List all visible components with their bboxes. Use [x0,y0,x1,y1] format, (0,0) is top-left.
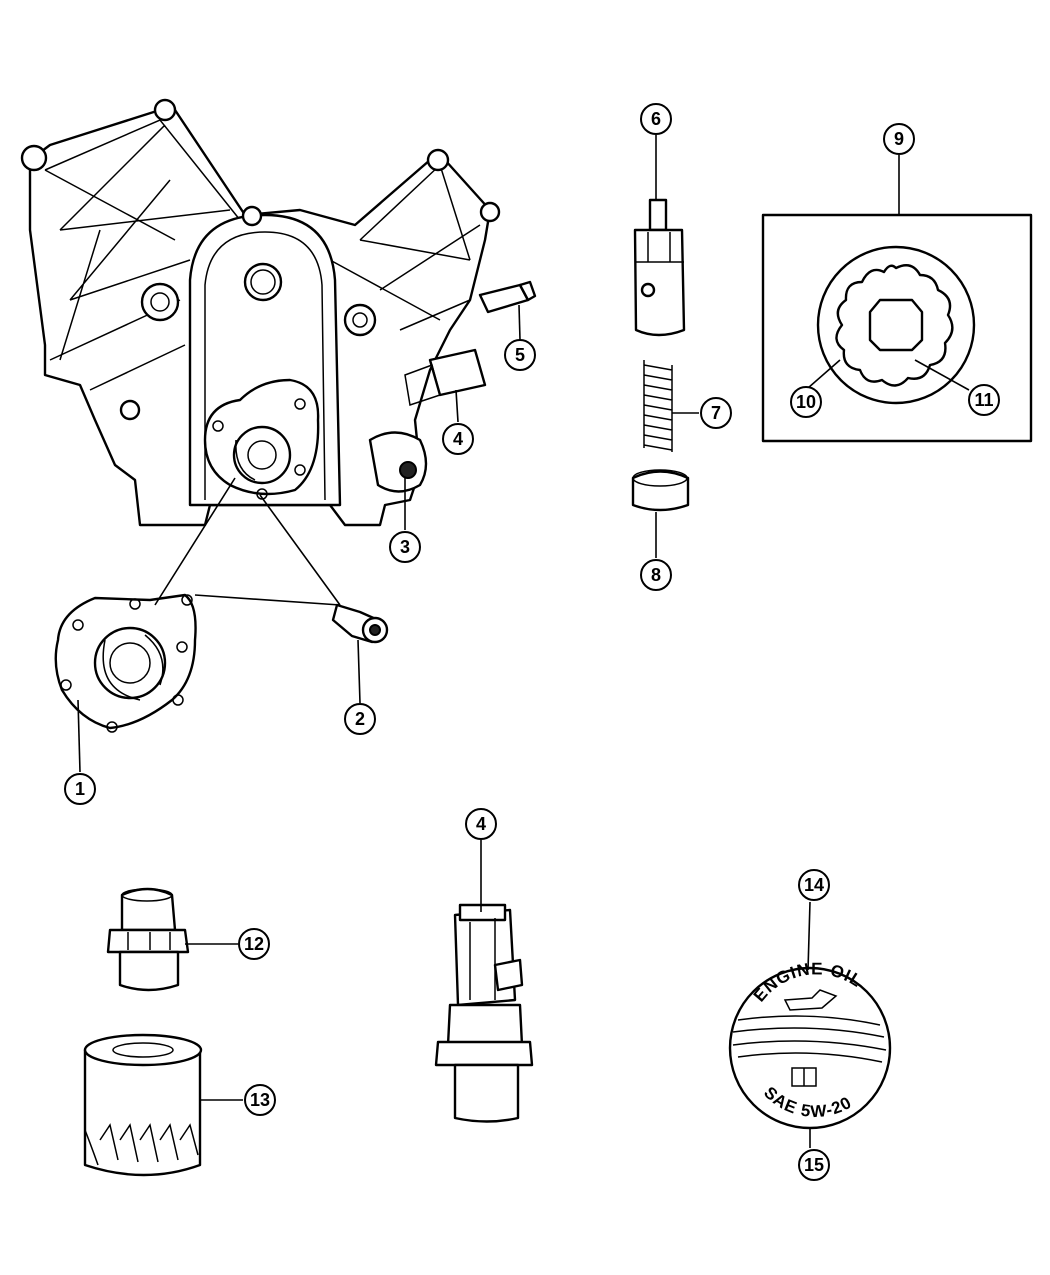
relief-valve-plunger [633,198,686,337]
svg-text:7: 7 [711,403,721,423]
callout-10: 10 [790,386,822,418]
callout-6: 6 [640,103,672,135]
svg-text:10: 10 [796,392,816,412]
filter-adapter [106,887,190,992]
callout-1: 1 [64,773,96,805]
svg-text:2: 2 [355,709,365,729]
leader-lines [77,135,970,1148]
callout-9: 9 [883,123,915,155]
oil-filter [83,1033,203,1177]
callout-8: 8 [640,559,672,591]
svg-text:14: 14 [804,875,824,895]
svg-text:4: 4 [476,814,486,834]
timing-cover-assembly [20,98,537,527]
pump-cover-plate [54,477,341,733]
oil-filler-cap: ENGINE OIL SAE 5W-20 [728,959,892,1130]
cover-bolt [331,603,389,644]
svg-text:1: 1 [75,779,85,799]
svg-text:5: 5 [515,345,525,365]
callout-4-engine: 4 [442,423,474,455]
relief-valve-spring [643,360,673,452]
callout-12: 12 [238,928,270,960]
callout-15: 15 [798,1149,830,1181]
callout-2: 2 [344,703,376,735]
svg-text:13: 13 [250,1090,270,1110]
svg-text:9: 9 [894,129,904,149]
callout-3: 3 [389,531,421,563]
svg-text:3: 3 [400,537,410,557]
relief-valve-cap [631,469,690,512]
svg-text:6: 6 [651,109,661,129]
svg-text:4: 4 [453,429,463,449]
svg-text:15: 15 [804,1155,824,1175]
callout-14: 14 [798,869,830,901]
callout-7: 7 [700,397,732,429]
svg-text:12: 12 [244,934,264,954]
oil-pressure-sensor [434,903,534,1123]
callout-11: 11 [968,384,1000,416]
callout-13: 13 [244,1084,276,1116]
callout-5: 5 [504,339,536,371]
svg-text:11: 11 [974,390,993,410]
callout-4-sensor: 4 [465,808,497,840]
svg-text:8: 8 [651,565,661,585]
